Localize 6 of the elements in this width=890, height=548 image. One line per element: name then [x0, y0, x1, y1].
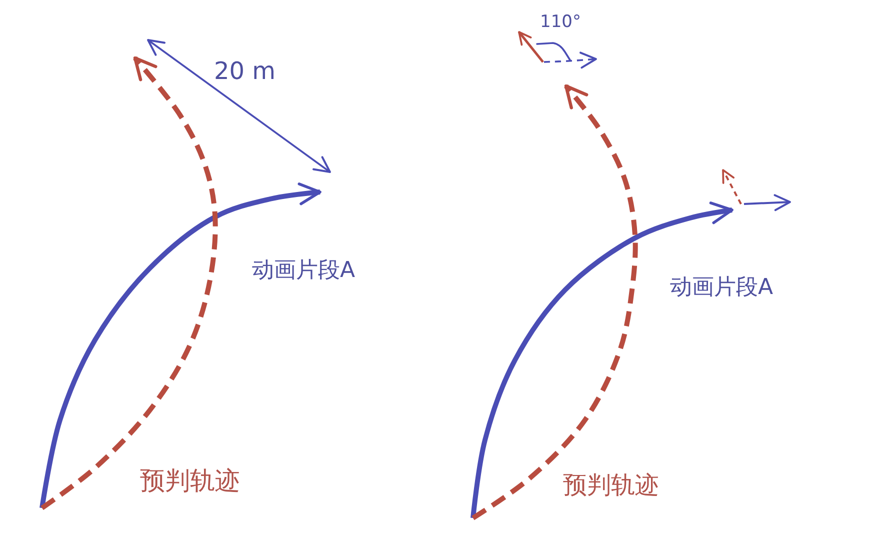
clip-label: 动画片段A: [670, 275, 774, 300]
trajectory-label: 预判轨迹: [563, 472, 659, 500]
trajectory-label: 预判轨迹: [140, 467, 240, 496]
angle-label: 110°: [540, 13, 581, 33]
clip-label: 动画片段A: [252, 258, 356, 284]
dimension-label: 20 m: [214, 58, 276, 86]
